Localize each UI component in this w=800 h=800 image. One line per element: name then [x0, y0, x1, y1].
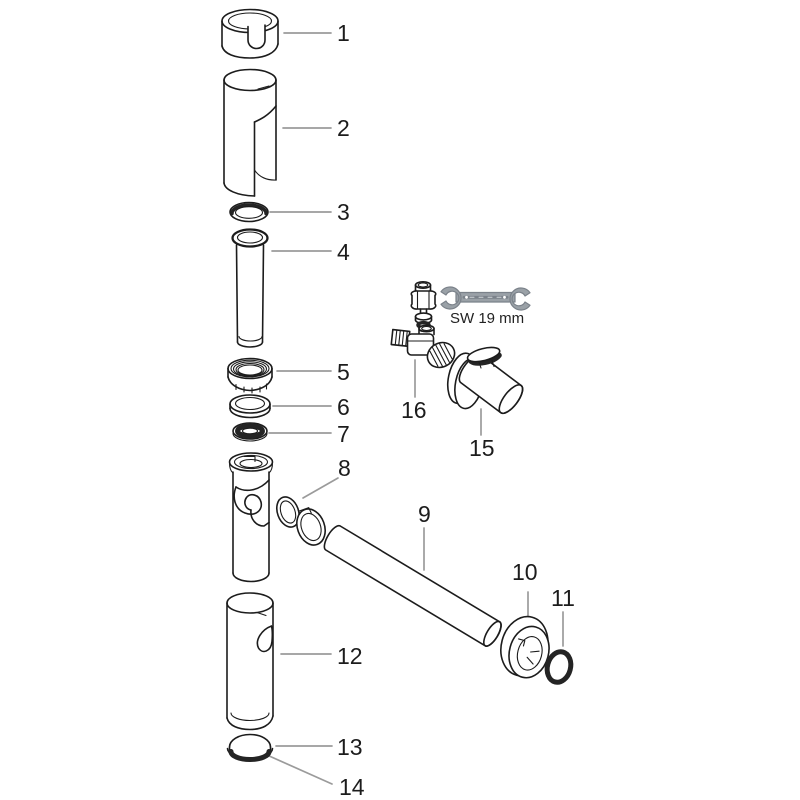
part-5-lock-nut [227, 357, 273, 394]
part-label-16: 16 [401, 397, 427, 423]
part-12-lower-tube [226, 592, 274, 731]
part-10-wall-flange [500, 615, 550, 679]
part-7-gasket [232, 422, 268, 442]
part-3-o-ring [229, 201, 269, 223]
part-16-compression-nut [410, 280, 437, 333]
part-8-clamp-nut [296, 507, 326, 546]
part-4-extension-tube [231, 228, 269, 348]
part-13-cap [226, 733, 274, 762]
part-label-14: 14 [339, 774, 365, 800]
part-label-5: 5 [337, 359, 350, 385]
part-11-o-ring [544, 649, 574, 685]
wrench-size-note: SW 19 mm [450, 310, 525, 327]
part-label-2: 2 [337, 115, 350, 141]
part-16-valve-fitting [390, 324, 456, 369]
part-9-outlet-pipe [323, 524, 502, 647]
part-label-1: 1 [337, 20, 350, 46]
part-label-4: 4 [337, 239, 350, 265]
part-14-cap-seal [228, 749, 272, 762]
part-6-seal-ring [229, 394, 271, 419]
part-15-angle-valve [446, 346, 524, 415]
part-label-6: 6 [337, 394, 350, 420]
part-label-11: 11 [551, 585, 575, 611]
part-label-15: 15 [469, 435, 495, 461]
wrench-icon [440, 286, 531, 311]
part-label-3: 3 [337, 199, 350, 225]
leader-lines [266, 32, 564, 785]
part-8-siphon-body [228, 452, 274, 583]
part-label-9: 9 [418, 501, 431, 527]
part-label-12: 12 [337, 643, 363, 669]
part-label-10: 10 [512, 559, 538, 585]
part-label-13: 13 [337, 734, 363, 760]
part-2-cover-sleeve [223, 68, 277, 197]
part-8-gasket-ring [275, 496, 301, 528]
part-label-8: 8 [338, 455, 351, 481]
part-1-cover-cap [221, 8, 279, 59]
part-label-7: 7 [337, 421, 350, 447]
